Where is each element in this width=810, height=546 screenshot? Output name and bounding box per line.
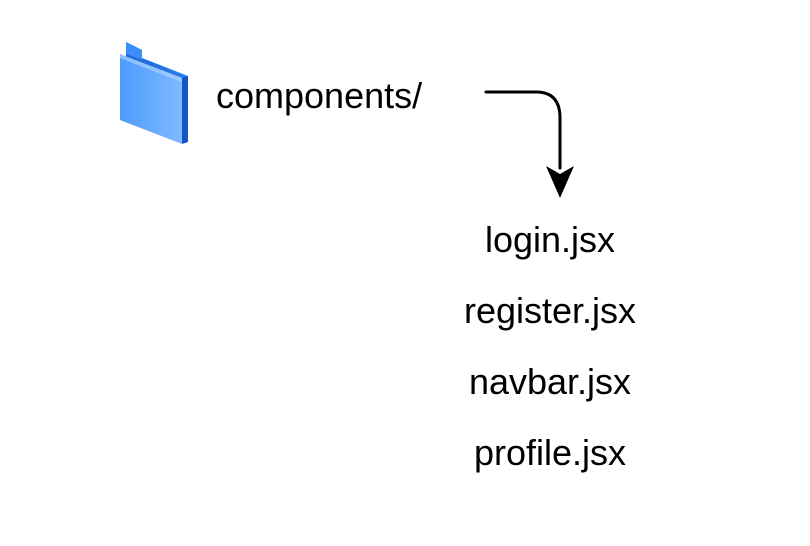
- file-list: login.jsx register.jsx navbar.jsx profil…: [430, 218, 670, 502]
- file-item: login.jsx: [484, 219, 616, 260]
- file-item: navbar.jsx: [468, 361, 632, 402]
- folder-label: components/: [216, 75, 423, 116]
- file-item: profile.jsx: [473, 432, 627, 473]
- folder-icon: [116, 40, 196, 144]
- curved-arrow-icon: [480, 80, 580, 200]
- file-item: register.jsx: [463, 290, 637, 331]
